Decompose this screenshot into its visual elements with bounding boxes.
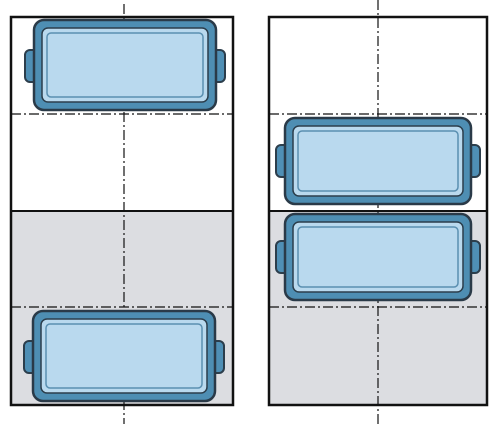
baking-pan-icon [275, 116, 481, 206]
panel-right [267, 0, 489, 424]
baking-pan-icon [275, 212, 481, 302]
baking-pan-icon [23, 309, 225, 403]
baking-pan-icon [24, 18, 226, 112]
panel-left [9, 4, 235, 424]
